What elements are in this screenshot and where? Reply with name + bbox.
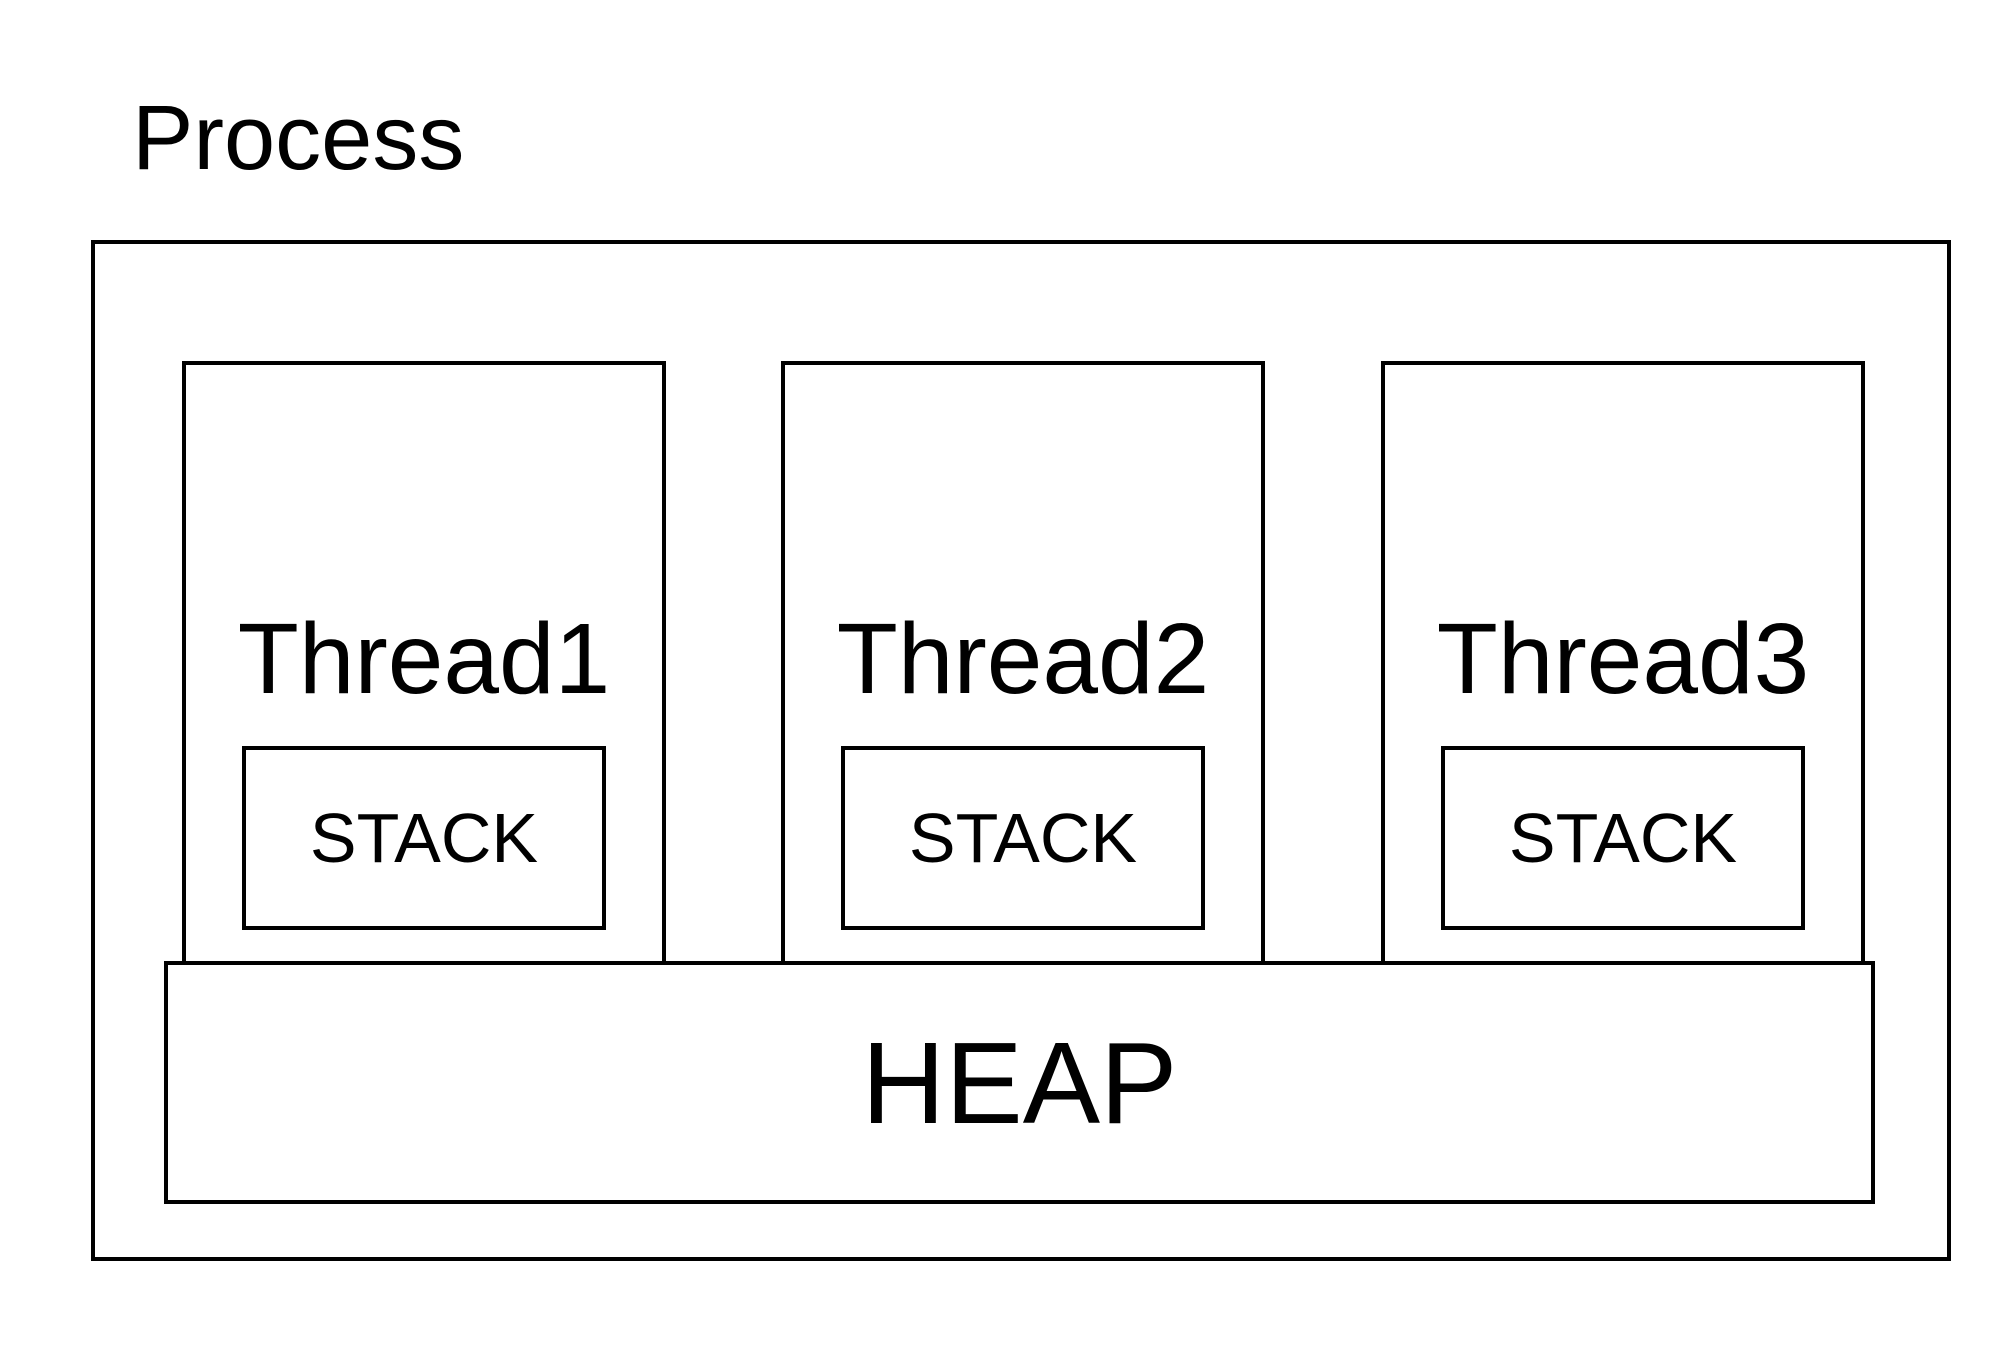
thread-label-2: Thread2 [836,603,1210,715]
thread-box-1: Thread1 STACK [182,361,666,965]
stack-label-2: STACK [908,799,1138,877]
stack-box-2: STACK [841,746,1205,930]
thread-label-1: Thread1 [237,603,611,715]
stack-label-3: STACK [1508,799,1738,877]
heap-label: HEAP [861,1017,1178,1148]
thread-box-2: Thread2 STACK [781,361,1265,965]
process-box [91,240,1951,1261]
thread-label-3: Thread3 [1436,603,1810,715]
stack-label-1: STACK [309,799,539,877]
heap-box: HEAP [164,961,1875,1204]
stack-box-1: STACK [242,746,606,930]
stack-box-3: STACK [1441,746,1805,930]
process-title: Process [132,87,465,189]
thread-box-3: Thread3 STACK [1381,361,1865,965]
